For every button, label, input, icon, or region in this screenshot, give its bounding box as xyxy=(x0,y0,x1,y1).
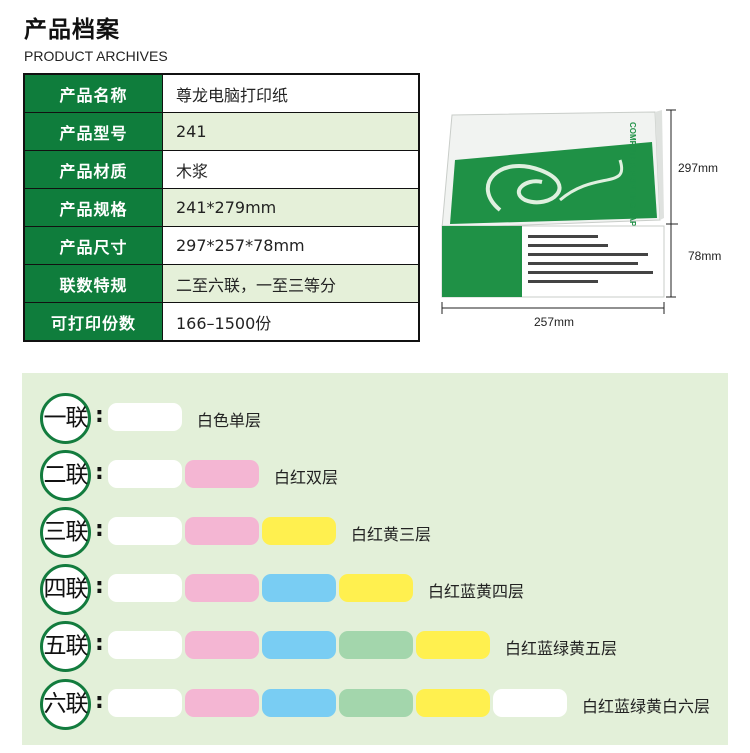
title-cn: 产品档案 xyxy=(24,17,120,43)
dim-width-label: 257mm xyxy=(534,315,574,329)
ply-layer-white xyxy=(108,403,182,431)
dim-height-label: 297mm xyxy=(678,161,718,175)
spec-table: 产品名称 尊龙电脑打印纸 产品型号 241 产品材质 木浆 产品规格 241*2… xyxy=(23,73,420,342)
spec-value: 241*279mm xyxy=(162,188,420,227)
ply-layer-red xyxy=(185,517,259,545)
ply-layer-red xyxy=(185,689,259,717)
spec-value: 木浆 xyxy=(162,150,420,189)
spec-value: 166–1500份 xyxy=(162,302,420,342)
ply-layer-red xyxy=(185,631,259,659)
ply-badge: 一联 xyxy=(40,393,91,444)
ply-layer-white xyxy=(108,517,182,545)
spec-value: 297*257*78mm xyxy=(162,226,420,265)
ply-layer-blue xyxy=(262,689,336,717)
spec-key: 可打印份数 xyxy=(23,302,163,342)
dim-depth-label: 78mm xyxy=(688,249,721,263)
ply-layer-white xyxy=(108,460,182,488)
box-spec-line xyxy=(528,271,653,274)
ply-colon: : xyxy=(95,689,104,714)
ply-badge: 三联 xyxy=(40,507,91,558)
spec-value: 二至六联，一至三等分 xyxy=(162,264,420,303)
ply-badge: 四联 xyxy=(40,564,91,615)
box-spec-line xyxy=(528,262,638,265)
ply-colon: : xyxy=(95,517,104,542)
box-spec-line xyxy=(528,280,598,283)
ply-layer-green xyxy=(339,631,413,659)
ply-colon: : xyxy=(95,574,104,599)
ply-layer-white xyxy=(108,631,182,659)
title-en: PRODUCT ARCHIVES xyxy=(24,48,168,64)
ply-label: 白红黄三层 xyxy=(351,525,432,544)
ply-row: 五联: 白红蓝绿黄五层 xyxy=(22,621,728,672)
ply-row: 二联: 白红双层 xyxy=(22,450,728,501)
ply-layer-red xyxy=(185,574,259,602)
ply-label: 白红蓝黄四层 xyxy=(428,582,525,601)
ply-badge: 五联 xyxy=(40,621,91,672)
ply-colon: : xyxy=(95,631,104,656)
spec-row: 产品材质 木浆 xyxy=(23,150,420,189)
spec-row: 产品名称 尊龙电脑打印纸 xyxy=(23,73,420,113)
box-right-face xyxy=(655,110,664,220)
ply-colon: : xyxy=(95,460,104,485)
ply-layer-yellow xyxy=(262,517,336,545)
ply-layer-yellow xyxy=(339,574,413,602)
box-green-label xyxy=(450,142,657,224)
spec-row: 产品规格 241*279mm xyxy=(23,188,420,227)
ply-row: 四联: 白红蓝黄四层 xyxy=(22,564,728,615)
dragon-tail-icon xyxy=(559,159,624,202)
spec-value: 241 xyxy=(162,112,420,151)
ply-colon: : xyxy=(95,403,104,428)
box-spec-lines xyxy=(528,235,653,283)
ply-label: 白红双层 xyxy=(274,468,339,487)
ply-label: 白红蓝绿黄五层 xyxy=(505,639,618,658)
box-spec-line xyxy=(528,253,648,256)
ply-layer-blue xyxy=(262,631,336,659)
box-spec-line xyxy=(528,244,608,247)
dimension-lines xyxy=(441,109,678,314)
ply-badge: 二联 xyxy=(40,450,91,501)
ply-layer-white xyxy=(108,689,182,717)
ply-layer-red xyxy=(185,460,259,488)
ply-label: 白红蓝绿黄白六层 xyxy=(582,697,711,716)
spec-value: 尊龙电脑打印纸 xyxy=(162,73,420,113)
ply-layer-white xyxy=(108,574,182,602)
ply-row: 三联: 白红黄三层 xyxy=(22,507,728,558)
ply-badge: 六联 xyxy=(40,679,91,730)
ply-panel: 一联: 白色单层二联: 白红双层三联: 白红黄三层四联: 白红蓝黄四层五联: 白红蓝绿黄五… xyxy=(22,373,728,745)
box-brand-text: COMPUTER PRINTING PAPER xyxy=(628,122,637,238)
spec-key: 产品型号 xyxy=(23,112,163,151)
spec-row: 联数特规 二至六联，一至三等分 xyxy=(23,264,420,303)
spec-key: 联数特规 xyxy=(23,264,163,303)
spec-key: 产品尺寸 xyxy=(23,226,163,265)
product-box-drawing: COMPUTER PRINTING PAPER 297mm 78mm 257mm xyxy=(441,109,721,329)
ply-row: 六联: 白红蓝绿黄白六层 xyxy=(22,679,728,730)
dragon-icon xyxy=(485,164,562,212)
spec-key: 产品规格 xyxy=(23,188,163,227)
box-front-green xyxy=(442,226,522,297)
ply-layer-green xyxy=(339,689,413,717)
ply-layer-yellow xyxy=(416,631,490,659)
spec-row: 产品尺寸 297*257*78mm xyxy=(23,226,420,265)
spec-key: 产品材质 xyxy=(23,150,163,189)
product-box-illustration: COMPUTER PRINTING PAPER 297mm 78mm 257mm xyxy=(430,100,750,340)
spec-row: 可打印份数 166–1500份 xyxy=(23,302,420,342)
ply-layer-white xyxy=(493,689,567,717)
ply-row: 一联: 白色单层 xyxy=(22,393,728,444)
ply-label: 白色单层 xyxy=(197,411,262,430)
spec-row: 产品型号 241 xyxy=(23,112,420,151)
ply-layer-blue xyxy=(262,574,336,602)
ply-layer-yellow xyxy=(416,689,490,717)
spec-key: 产品名称 xyxy=(23,73,163,113)
box-spec-line xyxy=(528,235,598,238)
